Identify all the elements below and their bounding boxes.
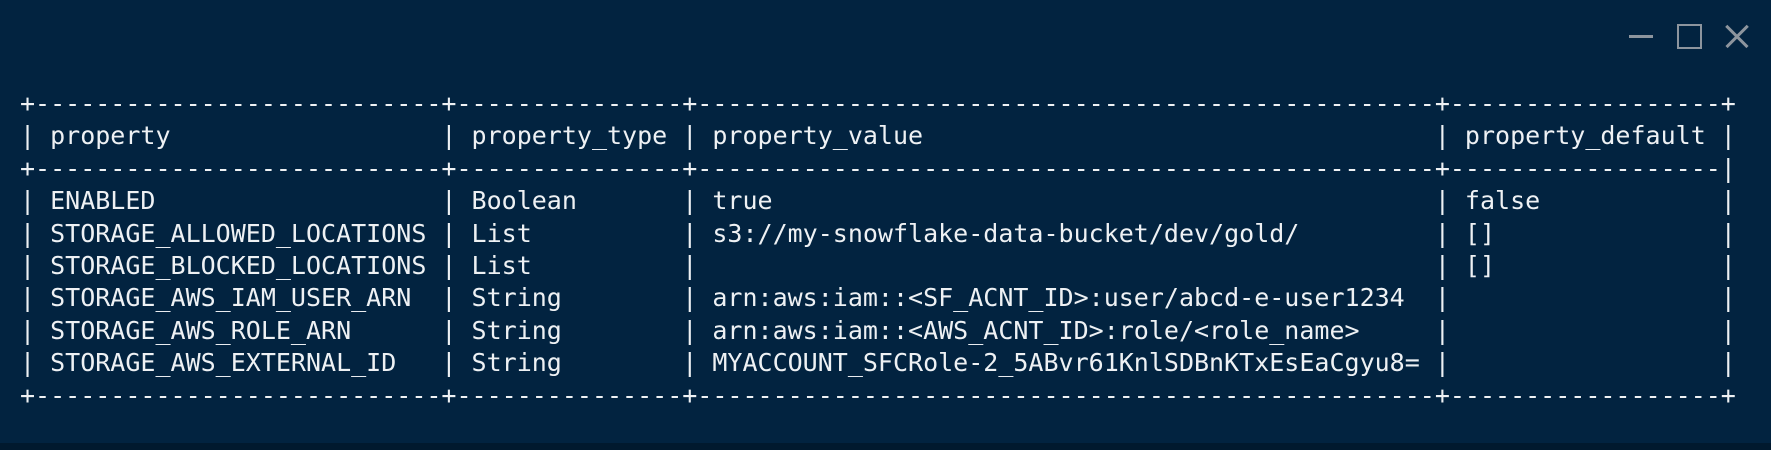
close-button[interactable] [1723, 18, 1751, 54]
minimize-icon [1629, 34, 1653, 38]
properties-ascii-table: +---------------------------+-----------… [20, 89, 1736, 410]
close-icon [1724, 23, 1750, 49]
minimize-button[interactable] [1627, 18, 1655, 54]
window-controls [1627, 18, 1751, 54]
maximize-icon [1676, 23, 1702, 49]
window-bottom-edge [0, 443, 1771, 450]
maximize-button[interactable] [1675, 18, 1703, 54]
